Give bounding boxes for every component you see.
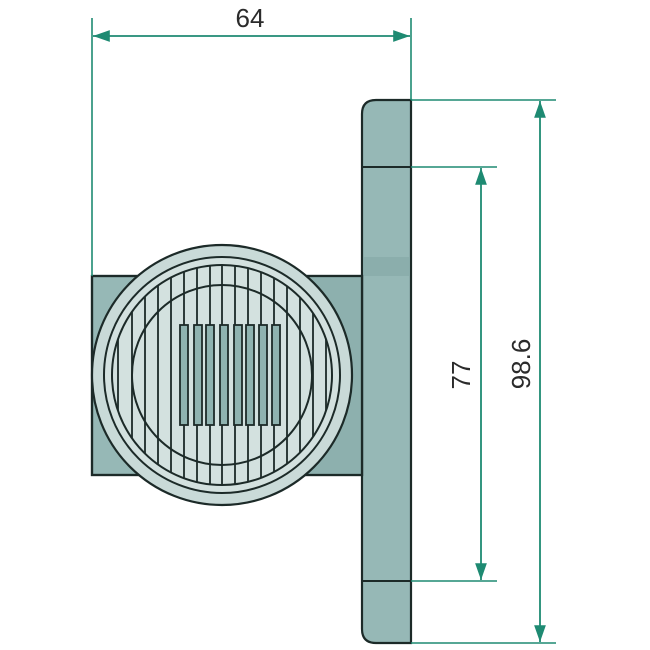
led-strips	[179, 324, 281, 426]
dimension-hole-spacing: 77	[411, 166, 497, 582]
dimension-label-width: 64	[236, 3, 265, 33]
base-plate	[360, 98, 413, 645]
dimension-height: 98.6	[411, 99, 556, 644]
round-lens	[90, 243, 354, 507]
dimension-label-77: 77	[446, 361, 476, 390]
dimension-label-height: 98.6	[506, 339, 536, 390]
lens-center-ring	[131, 284, 313, 466]
dimension-width: 64	[91, 3, 412, 276]
